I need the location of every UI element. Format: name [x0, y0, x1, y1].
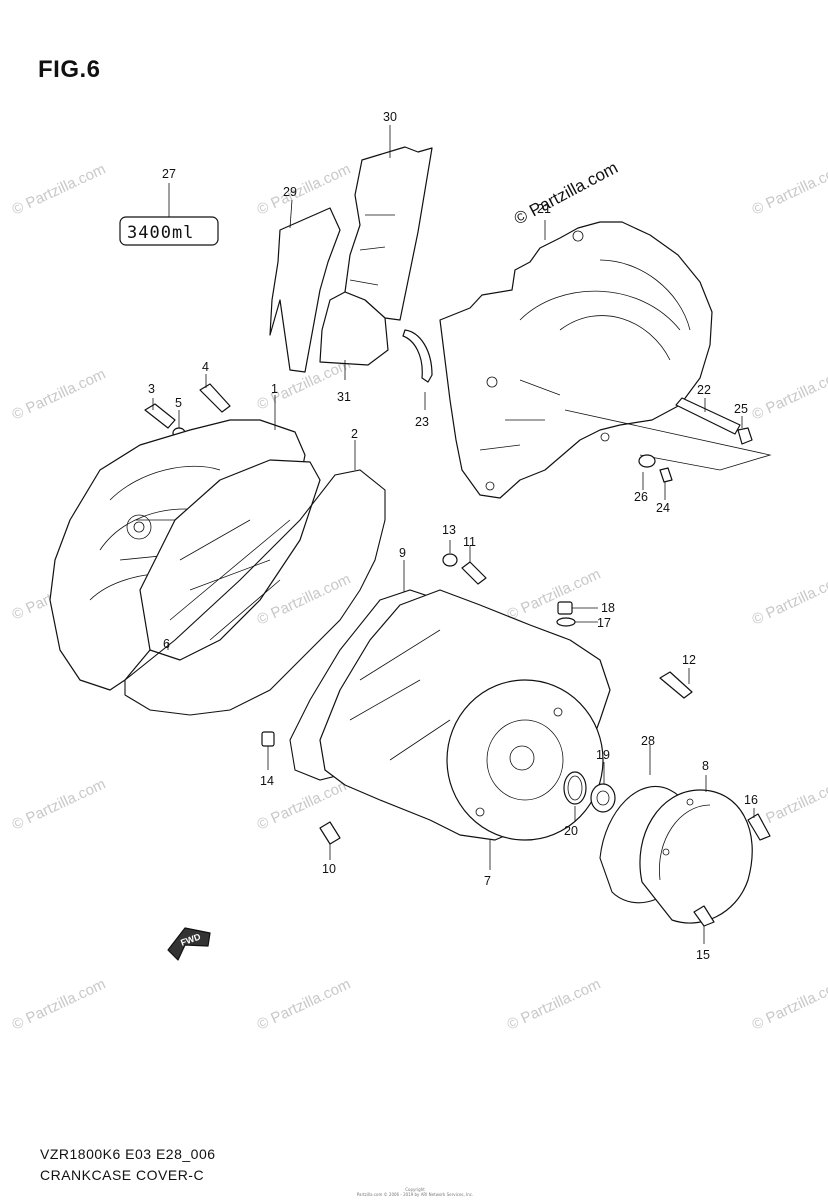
watermark: © Partzilla.com: [750, 161, 828, 219]
callout-6: 6: [163, 637, 170, 651]
callout-17: 17: [597, 616, 611, 630]
watermark: © Partzilla.com: [255, 161, 354, 219]
part-24-bolt: [659, 467, 673, 500]
watermark: © Partzilla.com: [10, 776, 109, 834]
label-box-text: 3400ml: [127, 223, 194, 243]
figure-title: FIG.6: [38, 56, 101, 83]
callout-7: 7: [484, 874, 491, 888]
watermark: © Partzilla.com: [505, 976, 604, 1034]
part-18-plug: [557, 601, 598, 615]
part-25-cap: [737, 416, 753, 445]
part-31-insulator: [319, 291, 389, 380]
callout-labels: 30 27 29 21 4 3 1 31 5 22 25 23 2 26 24 …: [148, 110, 758, 962]
callout-29: 29: [283, 185, 297, 199]
callout-12: 12: [682, 653, 696, 667]
watermark: © Partzilla.com: [750, 571, 828, 629]
copyright-notice: Copyright Partzilla.com © 2006 - 2019 by…: [330, 1187, 500, 1197]
part-10-bolt: [319, 821, 341, 860]
callout-26: 26: [634, 490, 648, 504]
part-17-ring: [556, 617, 598, 627]
part-6-inner-cover: [139, 459, 321, 661]
callout-22: 22: [697, 383, 711, 397]
callout-11: 11: [463, 535, 476, 549]
callout-27: 27: [162, 167, 176, 181]
copyright-line: Copyright: [405, 1187, 425, 1192]
callout-9: 9: [399, 546, 406, 560]
watermark: © Partzilla.com: [10, 161, 109, 219]
watermark: © Partzilla.com: [750, 366, 828, 424]
callout-14: 14: [260, 774, 274, 788]
part-22-dowel: [564, 397, 772, 471]
part-2-gasket: [124, 440, 386, 716]
diagram-caption: CRANKCASE COVER-C: [40, 1167, 205, 1183]
part-8-timing-cover: [639, 775, 753, 924]
part-15-bolt: [693, 905, 715, 944]
watermark: © Partzilla.com: [750, 976, 828, 1034]
callout-16: 16: [744, 793, 758, 807]
callout-2: 2: [351, 427, 358, 441]
callout-23: 23: [415, 415, 429, 429]
part-27-label: 3400ml: [119, 183, 219, 246]
callout-25: 25: [734, 402, 748, 416]
callout-4: 4: [202, 360, 209, 374]
callout-13: 13: [442, 523, 456, 537]
callout-1: 1: [271, 382, 278, 396]
callout-31: 31: [337, 390, 351, 404]
part-29-insulator: [269, 199, 341, 373]
part-13-washer: [442, 540, 458, 567]
callout-28: 28: [641, 734, 655, 748]
model-code: VZR1800K6 E03 E28_006: [40, 1146, 216, 1162]
part-4-bolt: [199, 374, 231, 413]
watermark: © Partzilla.com: [255, 976, 354, 1034]
part-14-dowel: [261, 731, 275, 770]
watermark: © Partzilla.com: [10, 976, 109, 1034]
part-30-insulator: [344, 125, 433, 321]
watermark: © Partzilla.com: [505, 566, 604, 624]
callout-10: 10: [322, 862, 336, 876]
part-12-bolt: [659, 668, 693, 699]
callout-3: 3: [148, 382, 155, 396]
part-26-grommet: [638, 454, 656, 490]
callout-8: 8: [702, 759, 709, 773]
callout-30: 30: [383, 110, 397, 124]
callout-18: 18: [601, 601, 615, 615]
callout-21: 21: [537, 202, 551, 216]
part-7-crankcase-cover: [319, 589, 611, 870]
watermark-brand: © Partzilla.com: [511, 158, 621, 229]
part-23-clip: [402, 329, 433, 410]
part-21-cover: [439, 220, 713, 499]
watermark: © Partzilla.com: [10, 366, 109, 424]
callout-19: 19: [596, 748, 610, 762]
callout-15: 15: [696, 948, 710, 962]
fwd-arrow-icon: FWD: [167, 927, 211, 961]
part-20-o-ring: [563, 771, 587, 822]
part-19-cap: [590, 762, 616, 813]
part-11-bolt: [461, 546, 487, 585]
part-3-bolt: [144, 398, 176, 429]
callout-20: 20: [564, 824, 578, 838]
part-16-bolt: [747, 808, 771, 841]
callout-5: 5: [175, 396, 182, 410]
callout-24: 24: [656, 501, 670, 515]
copyright-line: Partzilla.com © 2006 - 2019 by ARI Netwo…: [356, 1192, 474, 1197]
